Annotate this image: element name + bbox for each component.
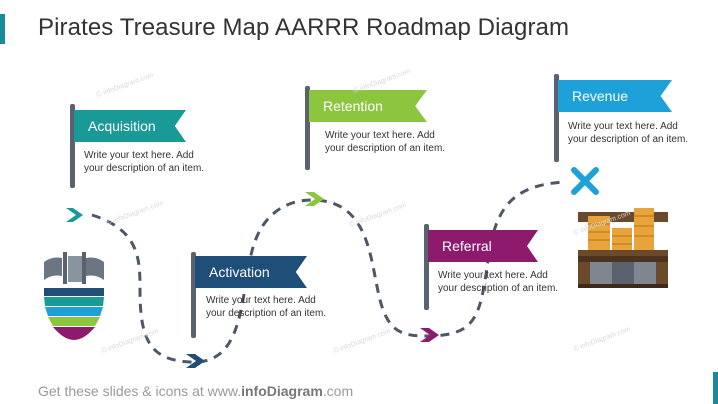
page-title: Pirates Treasure Map AARRR Roadmap Diagr… xyxy=(38,14,570,41)
flag-pole-revenue xyxy=(554,74,559,162)
footer-brand: infoDiagram xyxy=(241,383,323,399)
footer-prefix: Get these slides & icons at www. xyxy=(38,383,242,399)
flag-pole-acquisition xyxy=(70,104,75,188)
corner-accent-bar xyxy=(713,372,718,404)
treasure-x-mark-icon xyxy=(571,167,599,195)
description-acquisition: Write your text here. Add your descripti… xyxy=(84,150,205,174)
flag-acquisition: Acquisition xyxy=(74,110,186,142)
flag-activation: Activation xyxy=(195,256,307,288)
description-activation: Write your text here. Add your descripti… xyxy=(206,295,327,319)
flag-retention: Retention xyxy=(309,90,427,122)
chevron-retention-icon xyxy=(305,192,324,206)
footer-credit: Get these slides & icons at www.infoDiag… xyxy=(38,383,353,399)
chevron-referral-icon xyxy=(420,328,439,342)
chevron-activation-icon xyxy=(186,354,205,368)
flag-pole-referral xyxy=(424,224,429,310)
flag-pole-retention xyxy=(305,86,310,170)
chevron-acquisition-icon xyxy=(66,208,83,222)
flag-referral: Referral xyxy=(428,230,538,262)
description-referral: Write your text here. Add your descripti… xyxy=(438,270,559,294)
title-accent-bar xyxy=(0,14,5,44)
description-revenue: Write your text here. Add your descripti… xyxy=(568,121,689,145)
description-retention: Write your text here. Add your descripti… xyxy=(325,130,446,154)
flag-revenue: Revenue xyxy=(558,80,672,112)
ship-icon xyxy=(44,252,104,340)
treasure-chest-icon xyxy=(578,208,668,288)
footer-suffix: .com xyxy=(322,383,354,399)
flag-pole-activation xyxy=(191,252,196,338)
